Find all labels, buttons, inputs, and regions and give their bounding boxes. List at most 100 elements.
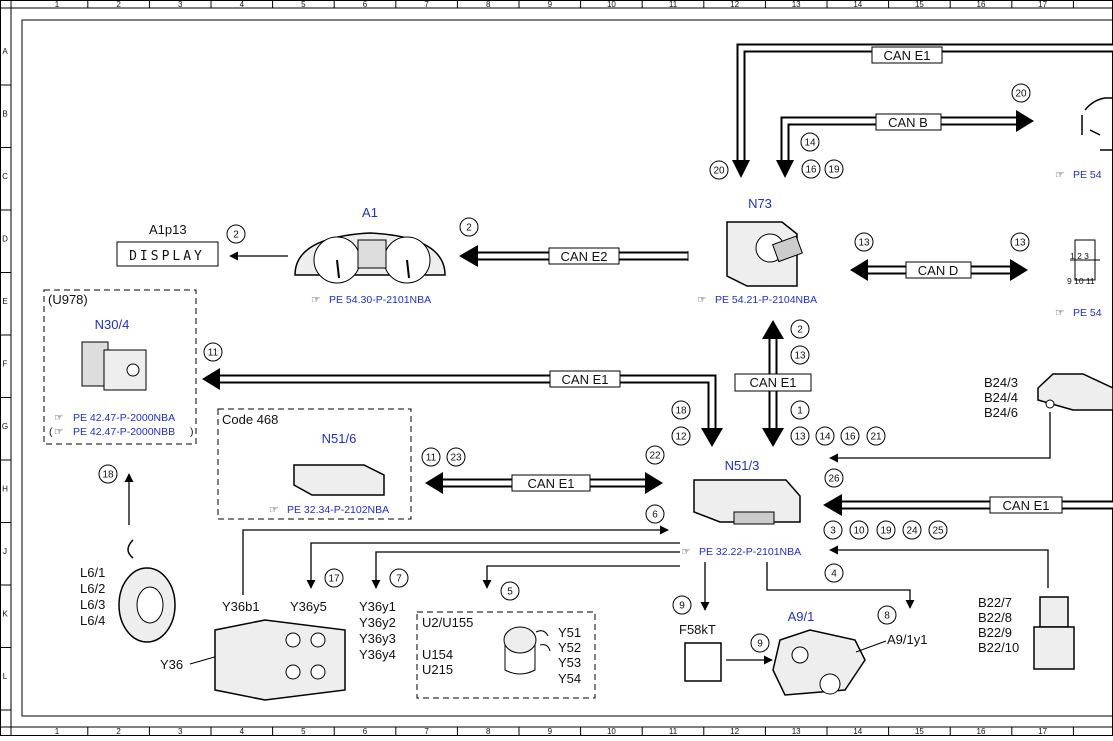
callout-9: 9 [672,595,692,615]
column-index-label: 5 [301,0,306,9]
svg-text:23: 23 [450,453,462,464]
row-index-label: H [2,485,8,494]
partial-component-b: ☞ PE 54 [1055,97,1113,181]
column-index-label: 4 [240,727,245,736]
svg-text:12: 12 [675,432,687,443]
svg-text:13: 13 [794,351,806,362]
y36-valve-block: Y36b1 Y36y5 Y36y1 Y36y2 Y36y3 Y36y4 Y36 [160,599,396,701]
svg-text:21: 21 [870,432,882,443]
column-index-label: 13 [792,0,801,9]
hand-icon: ☞ [54,426,63,438]
column-index-label: 1 [55,0,60,9]
svg-text:26: 26 [828,474,840,485]
b22-sensor: B22/7 B22/8 B22/9 B22/10 [829,545,1075,670]
callout-11: 11 [203,342,223,362]
callout-13: 13 [1010,232,1030,252]
n30-4-ref1: PE 42.47-P-2000NBA [73,412,175,424]
callout-18: 18 [671,400,691,420]
a1-ref: PE 54.30-P-2101NBA [329,294,431,306]
column-index-label: 9 [548,727,553,736]
callout-5: 5 [500,581,520,601]
callout-20: 20 [1011,83,1031,103]
svg-text:4: 4 [831,569,837,580]
y36y4-label: Y36y4 [359,647,396,662]
row-index-label: J [3,547,7,556]
callout-2: 2 [226,224,246,244]
callout-22: 22 [645,445,665,465]
svg-text:6: 6 [652,510,658,521]
column-index-label: 17 [1038,0,1047,9]
a1-label: A1 [362,205,378,220]
n30-4-group: (U978) N30/4 ☞ PE 42.47-P-2000NBA ( ☞ PE… [43,289,197,445]
row-index-label: F [3,360,8,369]
y36y5-label: Y36y5 [290,599,327,614]
callout-13: 13 [854,232,874,252]
column-index-label: 13 [792,727,801,736]
hand-icon: ☞ [1055,169,1064,181]
can-e1-vertical-label: CAN E1 [750,375,797,390]
hand-icon: ☞ [269,504,278,516]
can-e1-top-bus: CAN E1 [732,43,1113,178]
callout-19: 19 [824,159,844,179]
partial-ref-e: PE 54 [1073,307,1102,319]
u978-label: (U978) [48,292,88,307]
u215-label: U215 [422,662,453,677]
hand-icon: ☞ [697,294,706,306]
svg-text:18: 18 [102,470,114,481]
column-index-label: 10 [607,0,616,9]
column-index-label: 6 [363,727,368,736]
svg-text:17: 17 [328,574,340,585]
svg-text:14: 14 [819,432,831,443]
can-e1-right-label: CAN E1 [1003,498,1050,513]
column-index-label: 8 [486,0,491,9]
n51-3-ref: PE 32.22-P-2101NBA [699,546,801,558]
svg-text:13: 13 [858,238,870,249]
column-index-label: 1 [55,727,60,736]
svg-text:1 2 3: 1 2 3 [1070,251,1089,261]
column-index-label: 5 [301,727,306,736]
svg-text:20: 20 [713,166,725,177]
callout-25: 25 [928,520,948,540]
row-index-label: A [2,47,8,56]
column-index-label: 12 [730,727,739,736]
svg-text:11: 11 [426,453,437,464]
callout-20: 20 [709,160,729,180]
a1p13-label: A1p13 [149,222,187,237]
svg-text:16: 16 [844,432,856,443]
n51-3-control-unit: N51/3 ☞ PE 32.22-P-2101NBA [681,458,801,558]
n73-ref: PE 54.21-P-2104NBA [715,294,817,306]
column-index-label: 3 [178,0,183,9]
a9-1-label: A9/1 [788,609,815,624]
callout-19: 19 [876,520,896,540]
callout-6: 6 [645,504,665,524]
column-index-label: 12 [730,0,739,9]
svg-text:8: 8 [884,611,890,622]
can-e1-vertical-bus: CAN E1 [734,320,812,447]
b24-3-label: B24/3 [984,375,1018,390]
can-e2-bus: CAN E2 [459,245,689,267]
partial-ref-b: PE 54 [1073,169,1102,181]
can-e1-n51-bus: CAN E1 [425,472,663,494]
a9-1y1-label: A9/1y1 [887,632,927,647]
y36-label: Y36 [160,657,183,672]
can-e1-right-bus: CAN E1 [823,494,1113,516]
callout-13: 13 [790,426,810,446]
svg-text:20: 20 [1015,89,1027,100]
display-text: DISPLAY [129,249,205,264]
svg-text:2: 2 [233,230,239,241]
column-index-label: 2 [116,0,121,9]
svg-text:16: 16 [805,165,817,176]
column-index-label: 16 [977,727,986,736]
hand-icon: ☞ [1055,307,1064,319]
svg-text:1: 1 [797,406,803,417]
svg-text:14: 14 [804,138,816,149]
u2-u155-label: U2/U155 [422,615,473,630]
y51-label: Y51 [558,625,581,640]
can-e1-n30-bus: CAN E1 [202,368,723,447]
callout-13: 13 [790,345,810,365]
hand-icon: ☞ [54,412,63,424]
